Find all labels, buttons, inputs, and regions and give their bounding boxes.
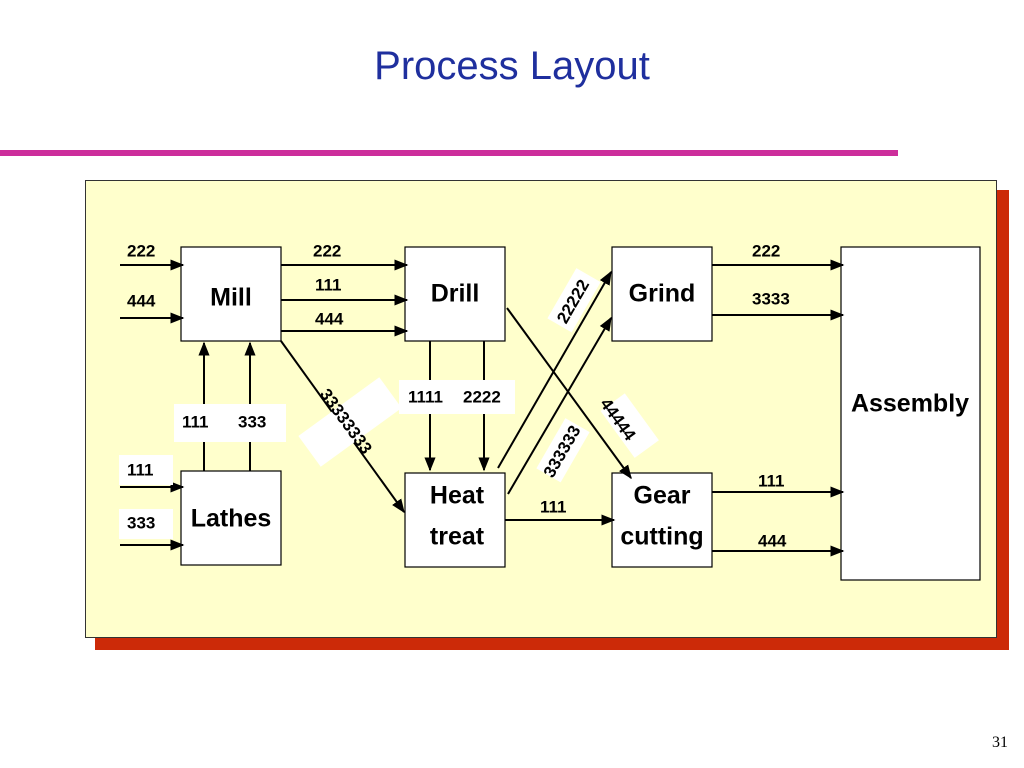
- flow-drill-heat-2: 2222: [463, 387, 501, 406]
- in-lathes-bottom-label-box: [119, 509, 173, 539]
- drill-gear-label-box: [600, 393, 659, 458]
- page-number: 31: [992, 734, 1008, 751]
- grind-label: Grind: [629, 280, 696, 308]
- gear-cutting-label-line2: cutting: [620, 523, 703, 551]
- flow-in-lathes-top: 111: [127, 460, 154, 479]
- mill-label: Mill: [210, 284, 252, 312]
- flow-in-lathes-bottom: 333: [127, 513, 155, 532]
- drill-heat-label-box: [399, 380, 515, 414]
- flow-in-mill-bottom: 444: [127, 291, 156, 310]
- lathes-box: [180, 470, 282, 566]
- title-divider: [0, 150, 898, 156]
- flow-lathes-mill-2: 333: [238, 412, 266, 431]
- in-lathes-top-label-box: [119, 455, 173, 485]
- heat-grind-2-label-box: [536, 418, 590, 483]
- gear-cutting-box: [611, 472, 713, 568]
- arrow-drill-gear: [506, 307, 632, 480]
- flow-gear-asm-1: 111: [758, 471, 785, 490]
- flow-drill-heat-1: 1111: [408, 387, 443, 406]
- gear-cutting-label-line1: Gear: [634, 482, 691, 510]
- heat-treat-label-line1: Heat: [430, 482, 485, 510]
- flow-grind-asm-2: 3333: [752, 289, 790, 308]
- drill-box: [404, 246, 506, 342]
- heat-grind-label-box: [547, 268, 601, 333]
- page-title: Process Layout: [374, 44, 650, 88]
- flow-gear-asm-2: 444: [758, 531, 787, 550]
- assembly-box: [840, 246, 981, 581]
- flow-mill-drill-2: 111: [315, 275, 342, 294]
- mill-heat-label-box: [298, 377, 402, 467]
- flow-in-mill-top: 222: [127, 241, 155, 260]
- lathes-label: Lathes: [191, 505, 272, 533]
- flow-grind-asm-1: 222: [752, 241, 780, 260]
- drill-label: Drill: [431, 280, 480, 308]
- heat-treat-label-line2: treat: [430, 523, 485, 551]
- flow-mill-drill-1: 222: [313, 241, 341, 260]
- flow-mill-drill-3: 444: [315, 309, 344, 328]
- heat-treat-box: [404, 472, 506, 568]
- arrow-heat-grind-1: [497, 270, 612, 469]
- assembly-label: Assembly: [851, 390, 969, 418]
- lathes-mill-label-box: [174, 404, 286, 442]
- grind-box: [611, 246, 713, 342]
- flow-lathes-mill-1: 111: [182, 412, 209, 431]
- arrow-heat-grind-2: [507, 316, 612, 495]
- mill-box: [180, 246, 282, 342]
- flow-heat-gear: 111: [540, 497, 567, 516]
